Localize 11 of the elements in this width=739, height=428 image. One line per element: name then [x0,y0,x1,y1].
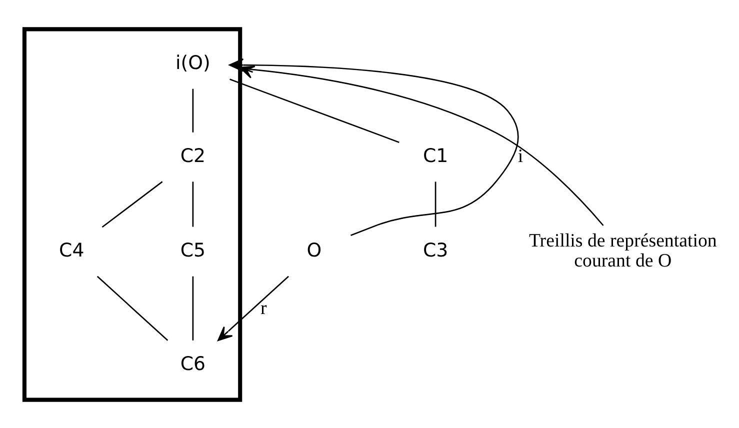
node-text: C3 [422,239,448,262]
node-text: C1 [422,144,448,167]
node-text: O [306,239,322,262]
node-text: C5 [180,239,206,262]
edge-label: i [518,146,524,167]
node-text: C6 [180,352,206,374]
edge-label: r [260,297,267,318]
node-text: C4 [59,239,84,262]
node-text: C2 [180,144,206,167]
node-text: Treillis de représentation courant de O [528,230,717,272]
node-text: i(O) [176,52,210,74]
